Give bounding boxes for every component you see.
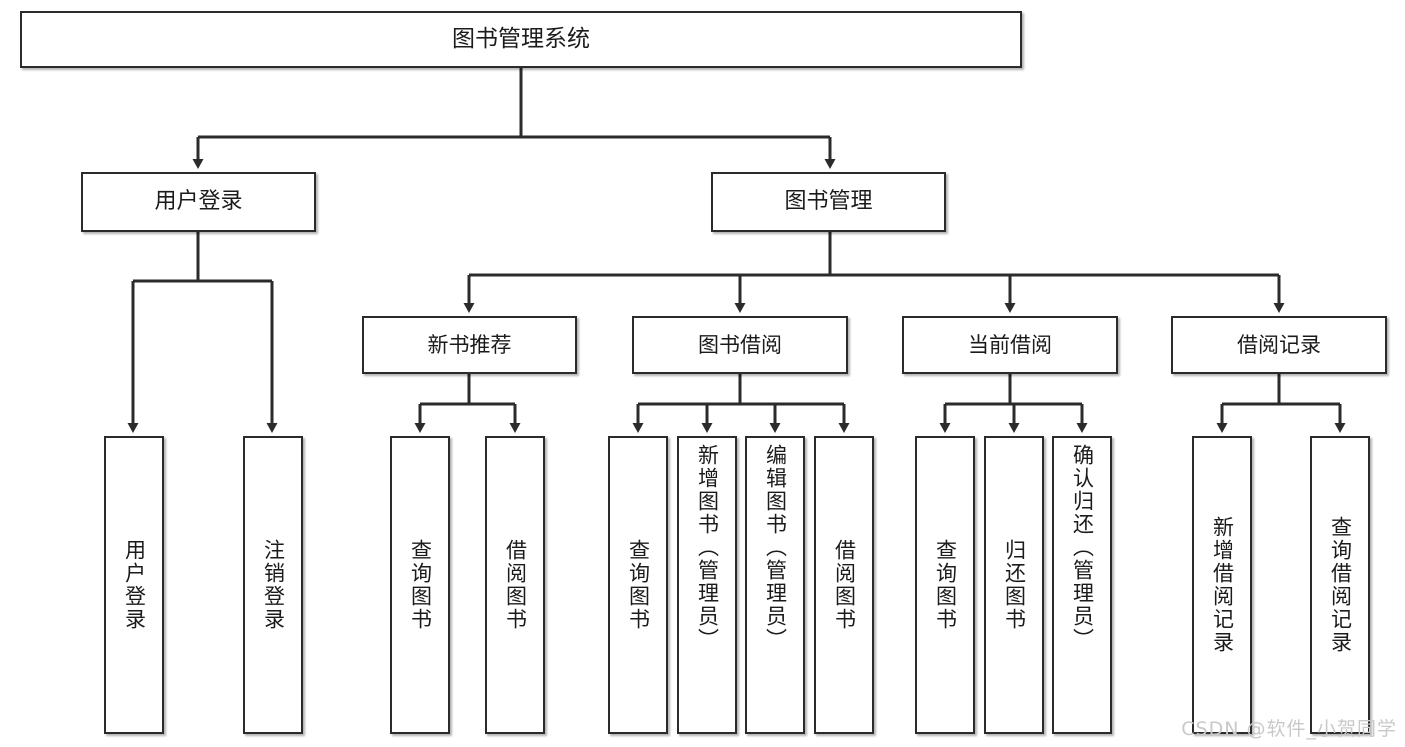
leaf-query-book-borrow[interactable]: 查询图书 [608, 436, 668, 734]
node-label: 新书推荐 [427, 332, 512, 357]
node-book-borrow[interactable]: 图书借阅 [632, 316, 848, 374]
node-user-login[interactable]: 用户登录 [81, 172, 316, 232]
leaf-add-borrow-record[interactable]: 新增借阅记录 [1192, 436, 1252, 734]
leaf-label: 新增图书（管理员） [695, 444, 720, 651]
leaf-label: 借阅图书 [503, 539, 528, 631]
node-label: 借阅记录 [1237, 332, 1321, 357]
leaf-label: 确认归还（管理员） [1070, 444, 1095, 651]
leaf-label: 归还图书 [1002, 539, 1027, 631]
node-root-system[interactable]: 图书管理系统 [20, 11, 1022, 68]
leaf-label: 编辑图书（管理员） [763, 444, 788, 651]
node-label: 当前借阅 [968, 332, 1052, 357]
leaf-label: 注销登录 [261, 539, 286, 631]
node-current-borrow[interactable]: 当前借阅 [902, 316, 1118, 374]
node-book-management[interactable]: 图书管理 [711, 172, 946, 232]
node-label: 图书管理 [784, 189, 873, 215]
node-new-book-recommend[interactable]: 新书推荐 [362, 316, 577, 374]
leaf-label: 借阅图书 [832, 539, 857, 631]
leaf-logout[interactable]: 注销登录 [243, 436, 303, 734]
leaf-label: 查询图书 [408, 539, 433, 631]
leaf-user-login[interactable]: 用户登录 [104, 436, 164, 734]
leaf-query-book-current[interactable]: 查询图书 [915, 436, 975, 734]
leaf-borrow-book-recommend[interactable]: 借阅图书 [485, 436, 545, 734]
leaf-label: 查询借阅记录 [1328, 516, 1353, 654]
leaf-label: 新增借阅记录 [1210, 516, 1235, 654]
leaf-query-borrow-record[interactable]: 查询借阅记录 [1310, 436, 1370, 734]
node-label: 图书借阅 [698, 332, 782, 357]
leaf-add-book-admin[interactable]: 新增图书（管理员） [677, 436, 737, 734]
leaf-return-book[interactable]: 归还图书 [984, 436, 1044, 734]
leaf-label: 用户登录 [122, 539, 147, 631]
node-label: 图书管理系统 [452, 25, 590, 52]
leaf-confirm-return-admin[interactable]: 确认归还（管理员） [1052, 436, 1112, 734]
leaf-label: 查询图书 [626, 539, 651, 631]
leaf-borrow-book[interactable]: 借阅图书 [814, 436, 874, 734]
leaf-edit-book-admin[interactable]: 编辑图书（管理员） [745, 436, 805, 734]
leaf-query-book-recommend[interactable]: 查询图书 [390, 436, 450, 734]
node-borrow-records[interactable]: 借阅记录 [1171, 316, 1387, 374]
leaf-label: 查询图书 [933, 539, 958, 631]
node-label: 用户登录 [154, 189, 243, 215]
